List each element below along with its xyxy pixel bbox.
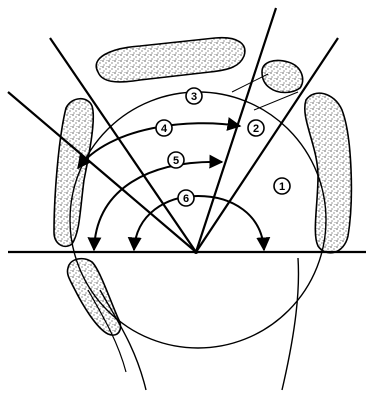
svg-text:5: 5 (173, 155, 179, 167)
svg-text:1: 1 (279, 181, 285, 193)
svg-text:2: 2 (253, 123, 259, 135)
svg-text:6: 6 (183, 193, 189, 205)
top-stippled-structure (96, 38, 245, 82)
left-stippled-structure (54, 99, 93, 247)
stippled-structures (54, 38, 351, 335)
label-arc-4: 4 (156, 120, 172, 136)
right-stippled-structure (305, 93, 352, 253)
top-right-stippled-knob (262, 60, 303, 92)
label-zone-3: 3 (186, 88, 202, 104)
center-point (194, 250, 198, 254)
zone-labels: 1 2 3 4 5 6 (156, 88, 290, 206)
bottom-left-stippled-structure (67, 259, 120, 335)
arc-5-path (94, 162, 222, 250)
shaft-right-line (282, 258, 298, 390)
bone-shaft (88, 258, 298, 390)
label-zone-2: 2 (248, 120, 264, 136)
label-zone-1: 1 (274, 178, 290, 194)
label-arc-6: 6 (178, 190, 194, 206)
label-arc-5: 5 (168, 152, 184, 168)
svg-text:4: 4 (161, 123, 168, 135)
svg-text:3: 3 (191, 91, 197, 103)
